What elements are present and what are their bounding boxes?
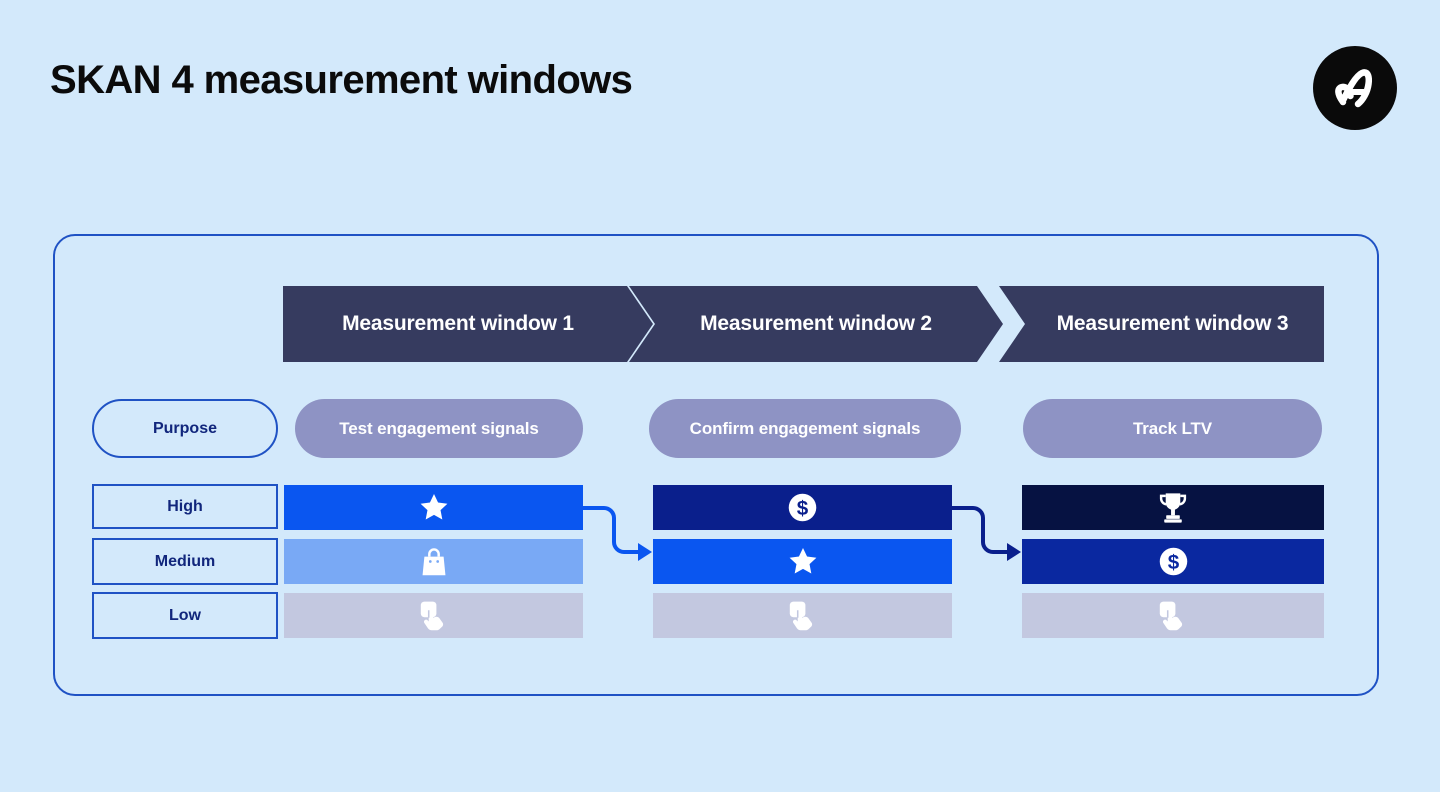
cell-window1-low	[284, 593, 583, 638]
coin-icon: $	[1157, 545, 1190, 578]
appsflyer-logo-icon	[1313, 46, 1397, 130]
measurement-window-3-label: Measurement window 3	[1056, 312, 1289, 335]
star-icon	[417, 491, 451, 524]
value-level-low: Low	[92, 592, 278, 639]
diagram-container	[53, 234, 1379, 696]
measurement-window-2-label: Measurement window 2	[700, 312, 932, 335]
coin-icon: $	[786, 491, 819, 524]
purpose-window-3: Track LTV	[1023, 399, 1322, 458]
measurement-window-2-header: Measurement window 2	[629, 286, 1003, 362]
svg-text:$: $	[797, 497, 809, 520]
tap-icon	[1155, 598, 1191, 634]
tap-icon	[416, 598, 452, 634]
trophy-icon	[1157, 491, 1189, 525]
cell-window2-low	[653, 593, 952, 638]
cell-window3-medium: $	[1022, 539, 1324, 584]
cell-window2-medium	[653, 539, 952, 584]
purpose-window-1: Test engagement signals	[295, 399, 583, 458]
purpose-window-2: Confirm engagement signals	[649, 399, 961, 458]
value-level-high: High	[92, 484, 278, 529]
page-title: SKAN 4 measurement windows	[50, 58, 633, 102]
cell-window1-high	[284, 485, 583, 530]
tap-icon	[785, 598, 821, 634]
measurement-window-header-row: Measurement window 1 Measurement window …	[283, 286, 1324, 362]
measurement-window-1-label: Measurement window 1	[342, 312, 574, 335]
measurement-window-3-header: Measurement window 3	[999, 286, 1324, 362]
cell-window3-high	[1022, 485, 1324, 530]
measurement-window-1-header: Measurement window 1	[283, 286, 653, 362]
value-level-medium: Medium	[92, 538, 278, 585]
cell-window3-low	[1022, 593, 1324, 638]
svg-text:$: $	[1167, 551, 1179, 574]
cell-window1-medium	[284, 539, 583, 584]
cell-window2-high: $	[653, 485, 952, 530]
purpose-row-label: Purpose	[92, 399, 278, 458]
bag-icon	[419, 546, 449, 578]
star-icon	[786, 545, 820, 578]
